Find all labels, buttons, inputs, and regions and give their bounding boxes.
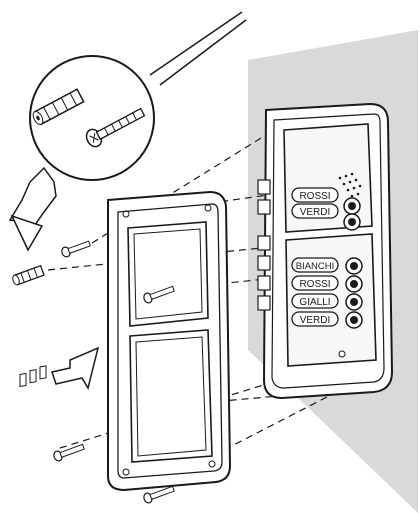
lower-module: BIANCHI ROSSI GIALLI VERDI xyxy=(285,233,377,367)
name-label: BIANCHI xyxy=(296,261,335,272)
call-button[interactable] xyxy=(345,311,363,329)
frame-window-lower xyxy=(129,329,213,463)
call-button[interactable] xyxy=(345,275,363,293)
name-plate: BIANCHI xyxy=(291,257,339,273)
call-button[interactable] xyxy=(345,293,363,311)
screw-icon xyxy=(338,350,346,358)
name-plate: ROSSI xyxy=(291,275,339,291)
name-plate: ROSSI xyxy=(291,187,339,203)
name-plate: GIALLI xyxy=(291,293,339,309)
frame-window-upper xyxy=(127,221,209,327)
screw-icon xyxy=(53,443,85,462)
name-plate: VERDI xyxy=(291,203,339,219)
name-label: VERDI xyxy=(300,315,331,326)
wall-plug-icon xyxy=(32,88,85,126)
call-button[interactable] xyxy=(345,257,363,275)
speaker-grille xyxy=(338,172,362,198)
name-label: GIALLI xyxy=(299,297,330,308)
name-label: ROSSI xyxy=(299,279,330,290)
arrow-icon xyxy=(19,346,100,390)
screw-icon xyxy=(61,240,91,258)
magnifier-circle-icon xyxy=(29,11,247,181)
wall-plug-icon xyxy=(12,264,45,286)
call-button[interactable] xyxy=(343,197,361,215)
screw-icon xyxy=(85,107,146,148)
name-label: VERDI xyxy=(300,207,331,218)
upper-module: ROSSI VERDI xyxy=(283,123,373,233)
arrow-icon xyxy=(10,214,44,252)
cover-frame xyxy=(107,190,232,492)
name-label: ROSSI xyxy=(299,191,330,202)
screw-icon xyxy=(143,485,175,504)
screw-icon xyxy=(143,285,175,304)
call-button[interactable] xyxy=(343,213,361,231)
name-plate: VERDI xyxy=(291,311,339,327)
